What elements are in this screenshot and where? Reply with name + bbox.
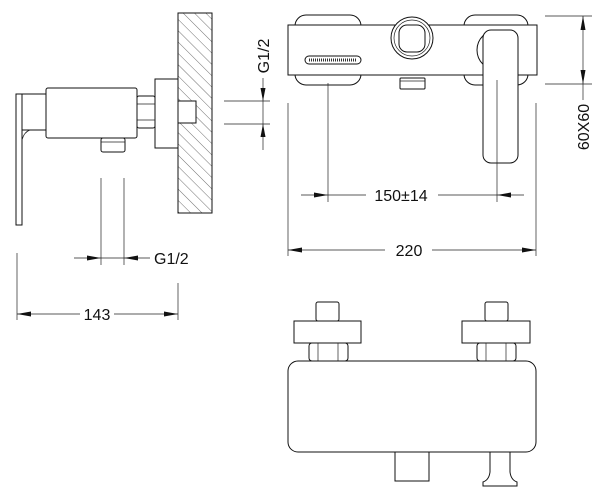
mixer-body — [45, 87, 138, 139]
dim-depth: 143 — [84, 307, 111, 324]
lever-foot — [482, 451, 518, 487]
dim-centers: 150±14 — [374, 188, 427, 205]
inlet-flange-right — [461, 320, 531, 344]
lever-front — [482, 29, 519, 164]
side-view: G1/2 143 G1/2 — [15, 12, 273, 324]
front-view: 150±14 220 60X60 — [287, 14, 593, 260]
top-view — [287, 301, 537, 487]
inlet-nut-left — [308, 342, 349, 362]
dim-inlet-thread: G1/2 — [256, 39, 273, 74]
front-outlet — [399, 77, 426, 90]
bottom-outlet — [394, 451, 430, 482]
flange — [154, 78, 179, 149]
mixer-top-body — [287, 360, 537, 453]
wall-socket — [177, 100, 197, 124]
inlet-flange-left — [293, 320, 362, 344]
diverter-knob — [390, 16, 434, 60]
dim-width: 220 — [396, 243, 423, 260]
dim-outlet-thread: G1/2 — [154, 251, 189, 268]
hex-nut — [136, 95, 156, 129]
lever-handle — [15, 93, 23, 226]
dim-escutcheon: 60X60 — [576, 104, 593, 150]
temperature-slot — [304, 55, 362, 65]
outlet-connector — [100, 137, 126, 153]
inlet-stem-right — [484, 301, 509, 322]
inlet-stem-left — [315, 301, 340, 322]
inlet-nut-right — [476, 342, 517, 362]
